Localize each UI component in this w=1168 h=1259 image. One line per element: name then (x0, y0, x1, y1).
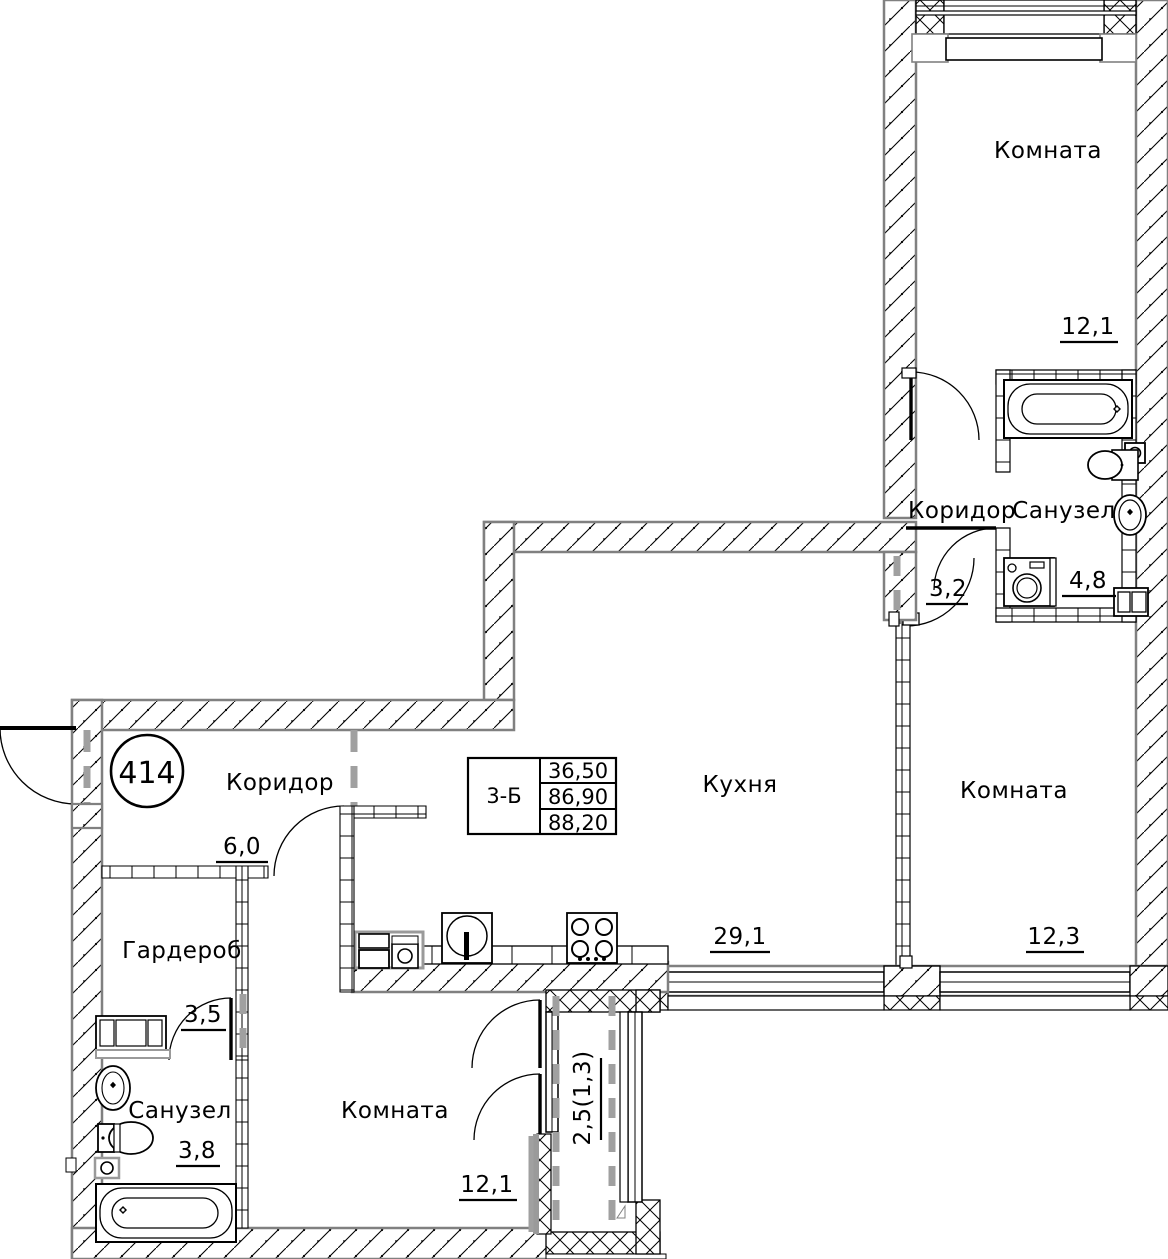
washing-machine-icon (1003, 557, 1057, 607)
room-top-right-area: 12,1 (1061, 314, 1114, 340)
room-right-area: 12,3 (1027, 924, 1080, 950)
door-bathroom-right (906, 526, 997, 591)
wall-kitchen-right (882, 550, 918, 622)
wardrobe-label: Гардероб (122, 938, 242, 964)
wall-details (65, 367, 917, 1232)
room-right-label: Комната (960, 778, 1068, 804)
bathroom-left-group: Санузел 3,8 (93, 1015, 249, 1243)
balcony-area: 2,5(1,3) (570, 1050, 596, 1145)
room-bottom-label: Комната (341, 1098, 449, 1124)
room-top-right-label: Комната (994, 138, 1102, 164)
window-top (911, 0, 1137, 63)
area-with-balcony: 88,20 (548, 811, 608, 835)
bathtub-right-icon (1003, 379, 1133, 439)
structural-walls (70, 0, 1168, 1259)
bathtub-left-icon (95, 1183, 237, 1243)
apartment-type-label: 3-Б (486, 784, 521, 808)
cooktop-icon (566, 912, 618, 964)
room-right-group: Комната 12,3 (895, 612, 1084, 967)
bathroom-left-area: 3,8 (178, 1138, 216, 1164)
bathroom-right-area: 4,8 (1069, 568, 1107, 594)
room-bottom-area: 12,1 (460, 1172, 513, 1198)
bidet-icon (1113, 587, 1149, 617)
toilet-left-icon (93, 1121, 154, 1180)
door-corridor-right-top (909, 371, 980, 441)
door-room-bottom (471, 999, 542, 1141)
kitchen-area: 29,1 (713, 924, 766, 950)
door-wardrobe (168, 997, 233, 1061)
apartment-type-table: 3-Б 36,50 86,90 88,20 (466, 756, 618, 836)
vanity-left-icon (95, 1015, 171, 1059)
corridor-main-label: Коридор (226, 770, 334, 796)
balcony-group: 2,5(1,3) (533, 989, 667, 1259)
kitchen-label: Кухня (703, 772, 778, 798)
room-bottom-group: Комната 12,1 (341, 999, 542, 1202)
room-top-right-group: Комната 12,1 (911, 0, 1137, 344)
corridor-main-group: 414 Коридор 6,0 (0, 726, 427, 1061)
area-living: 36,50 (548, 759, 608, 783)
bathroom-left-label: Санузел (128, 1098, 231, 1124)
bathroom-right-group: Санузел 4,8 (995, 369, 1149, 623)
toilet-right-icon (1087, 442, 1146, 481)
entry-door (0, 726, 77, 805)
corridor-right-area: 3,2 (929, 576, 967, 602)
area-total: 86,90 (548, 785, 608, 809)
corridor-right-label: Коридор (908, 498, 1016, 524)
wardrobe-group: Гардероб 3,5 (122, 938, 247, 1062)
bathroom-right-label: Санузел (1012, 498, 1115, 524)
kitchen-group: Кухня 29,1 (350, 772, 778, 994)
sink-left-icon (95, 1065, 131, 1111)
sink-right-icon (1113, 494, 1147, 536)
apartment-number-badge: 414 (109, 733, 185, 809)
kitchen-appliance-icon (353, 930, 425, 970)
kitchen-sink-icon (441, 912, 493, 964)
corridor-main-area: 6,0 (223, 834, 261, 860)
wardrobe-area: 3,5 (184, 1002, 222, 1028)
apartment-number: 414 (118, 756, 175, 791)
